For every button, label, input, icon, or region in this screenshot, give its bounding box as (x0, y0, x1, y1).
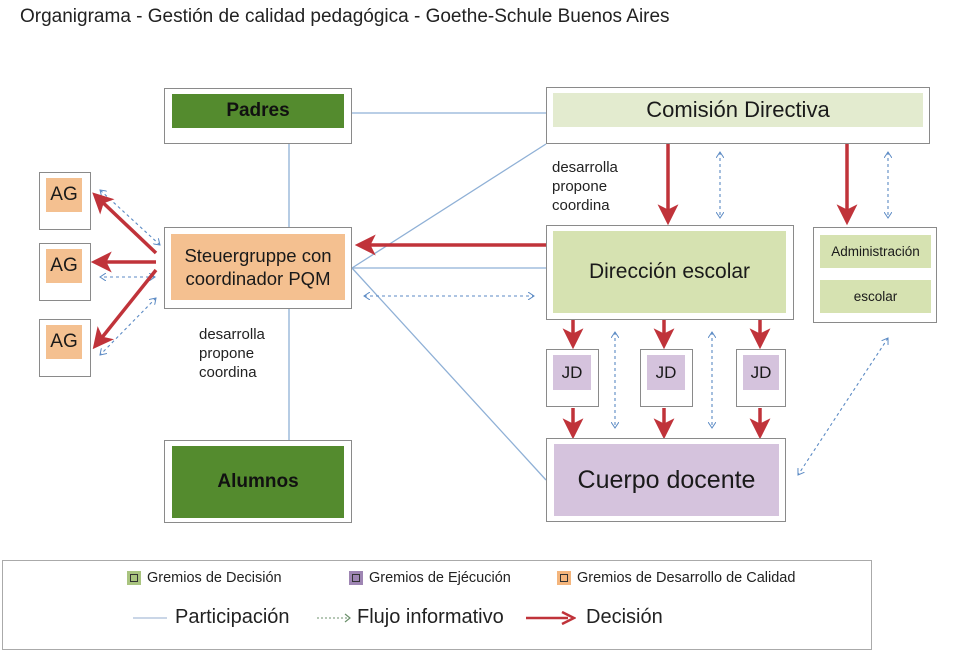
node-ag-3[interactable]: AG (39, 319, 91, 377)
node-jd-label: JD (561, 362, 583, 382)
node-cuerpo-label: Cuerpo docente (577, 465, 756, 494)
legend-item-info-flow: Flujo informativo (317, 606, 504, 629)
node-ag-2[interactable]: AG (39, 243, 91, 301)
dotted-arrow-icon (317, 613, 351, 622)
decision-arrows (90, 144, 858, 440)
node-direccion-label: Dirección escolar (588, 260, 751, 283)
purple-square-icon (349, 571, 363, 585)
node-padres[interactable]: Padres (164, 88, 352, 144)
node-administracion-line: Administración (831, 244, 920, 259)
note-steuergruppe: desarrolla propone coordina (199, 325, 265, 382)
legend-item-participation: Participación (133, 606, 290, 629)
node-ag-1[interactable]: AG (39, 172, 91, 230)
legend-item-quality-bodies: Gremios de Desarrollo de Calidad (557, 570, 795, 586)
node-jd-label: JD (750, 362, 772, 382)
note-comision-line: coordina (552, 197, 610, 214)
decision-steuer-ag1 (92, 192, 158, 255)
legend-label: Gremios de Decisión (147, 570, 282, 586)
node-alumnos[interactable]: Alumnos (164, 440, 352, 523)
node-padres-label: Padres (226, 100, 290, 121)
diagram-title: Organigrama - Gestión de calidad pedagóg… (20, 6, 670, 27)
note-comision-line: desarrolla (552, 159, 618, 176)
node-jd-1[interactable]: JD (546, 349, 599, 407)
legend-item-decision: Decisión (526, 606, 663, 629)
node-administracion-escolar[interactable]: Administración escolar (813, 227, 937, 323)
green-square-icon (127, 571, 141, 585)
node-jd-label: JD (655, 362, 677, 382)
orange-square-icon (557, 571, 571, 585)
legend: Gremios de Decisión Gremios de Ejécución… (2, 560, 872, 650)
decision-steuer-ag3 (92, 268, 158, 350)
note-steuergruppe-line: propone (199, 345, 255, 362)
node-ag-label: AG (50, 184, 78, 205)
participation-line-icon (133, 616, 167, 619)
node-steuergruppe[interactable]: Steuergruppe con coordinador PQM (164, 227, 352, 309)
info-flow-admin-cuerpo (798, 338, 888, 475)
legend-item-execution-bodies: Gremios de Ejécución (349, 570, 511, 586)
note-steuergruppe-line: desarrolla (199, 326, 265, 343)
node-comision-directiva[interactable]: Comisión Directiva (546, 87, 930, 144)
participation-steuer-cuerpo (351, 267, 547, 481)
participation-steuer-comision (351, 143, 547, 269)
node-ag-label: AG (50, 255, 78, 276)
node-jd-3[interactable]: JD (736, 349, 786, 407)
node-alumnos-label: Alumnos (217, 471, 299, 492)
legend-label: Gremios de Desarrollo de Calidad (577, 570, 796, 586)
node-administracion-line: escolar (853, 289, 898, 304)
node-ag-label: AG (50, 331, 78, 352)
legend-label: Participación (175, 606, 290, 628)
info-flow-steuer-ag1 (100, 190, 160, 245)
note-comision-line: propone (552, 178, 608, 195)
note-steuergruppe-line: coordina (199, 364, 257, 381)
node-direccion-escolar[interactable]: Dirección escolar (546, 225, 794, 320)
legend-label: Flujo informativo (357, 606, 504, 628)
legend-item-decision-bodies: Gremios de Decisión (127, 570, 282, 586)
red-arrow-icon (526, 610, 576, 625)
node-jd-2[interactable]: JD (640, 349, 693, 407)
node-steuergruppe-line: coordinador PQM (185, 268, 331, 289)
note-comision: desarrolla propone coordina (552, 158, 618, 215)
node-cuerpo-docente[interactable]: Cuerpo docente (546, 438, 786, 522)
node-steuergruppe-line: Steuergruppe con (184, 245, 332, 266)
node-comision-label: Comisión Directiva (646, 97, 830, 122)
legend-label: Decisión (586, 606, 663, 628)
legend-label: Gremios de Ejécución (369, 570, 511, 586)
